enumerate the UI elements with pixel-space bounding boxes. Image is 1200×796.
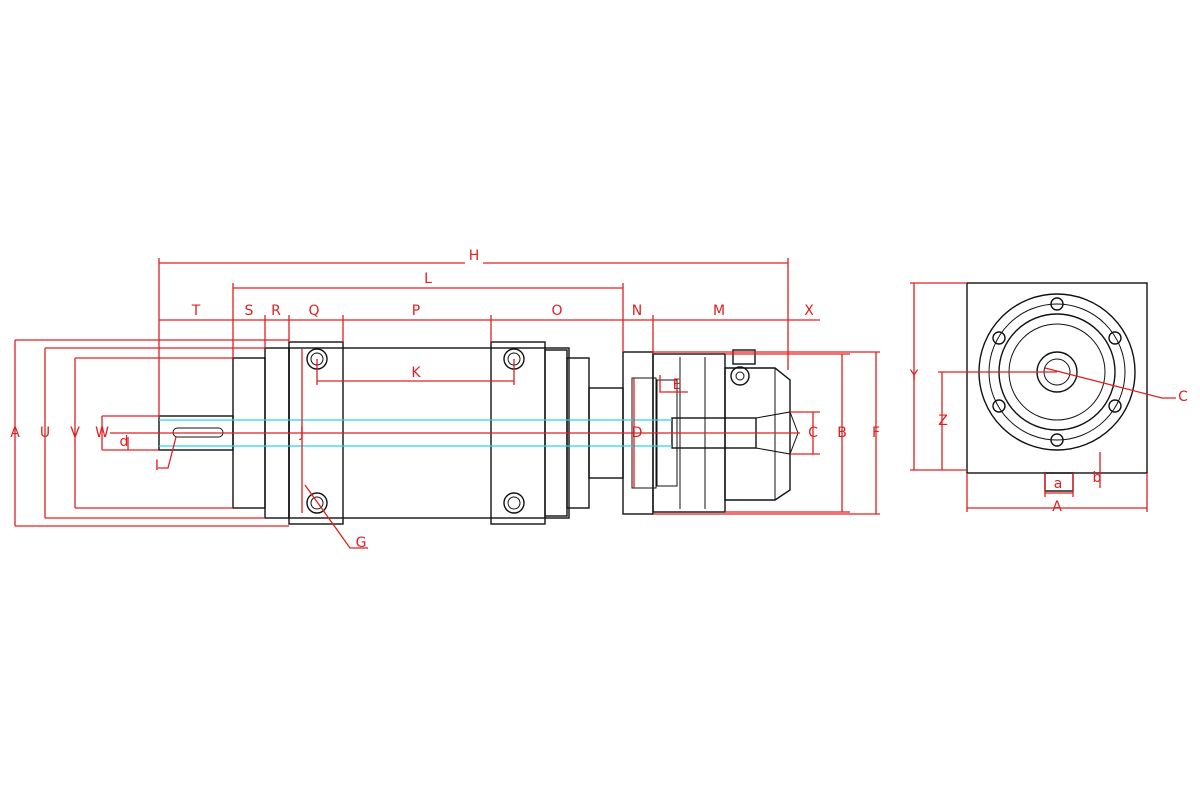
leader-g — [304, 484, 368, 549]
label-o: O — [551, 303, 562, 319]
label-i: I — [155, 458, 159, 474]
label-k: K — [411, 365, 421, 381]
label-f: F — [872, 425, 880, 441]
label-d: D — [632, 425, 643, 441]
label-front-y: Y — [909, 368, 919, 384]
front-bolt-lower-right — [1108, 399, 1122, 413]
clamp-screw-inner — [735, 371, 745, 381]
leader-e — [659, 375, 688, 393]
label-m: M — [713, 303, 725, 319]
label-c: C — [808, 425, 818, 441]
label-w: W — [95, 425, 109, 441]
label-t: T — [191, 303, 201, 319]
label-front-a: A — [1052, 499, 1062, 515]
label-e: E — [673, 377, 682, 393]
bolt-hole-4 — [503, 492, 525, 514]
front-labels: Y Z C A a b — [909, 368, 1188, 515]
label-s: S — [245, 303, 254, 319]
label-front-a-small: a — [1054, 476, 1063, 492]
leader-i — [158, 436, 177, 469]
side-dimensions — [14, 258, 880, 549]
label-x: X — [804, 303, 814, 319]
label-u: U — [40, 425, 50, 441]
label-b: B — [837, 425, 847, 441]
clamp-collar — [724, 367, 791, 501]
clamp-screw-head — [732, 349, 756, 365]
label-g: G — [356, 535, 367, 551]
front-bolt-lower-left — [992, 399, 1006, 413]
label-h: H — [469, 248, 480, 264]
bolt-hole-2-inner — [310, 496, 324, 510]
label-front-b: b — [1093, 470, 1102, 486]
label-p: P — [412, 303, 420, 319]
front-square-flange — [966, 282, 1148, 474]
label-r: R — [271, 303, 281, 319]
side-labels: H L T S R Q P O N M X A U V W d I J K G … — [10, 248, 880, 551]
label-v: V — [70, 425, 80, 441]
front-bolt-bottom — [1050, 433, 1064, 447]
label-d-small: d — [120, 434, 129, 450]
leader-front-c — [1044, 367, 1176, 399]
front-bolt-top — [1050, 297, 1064, 311]
bolt-hole-4-inner — [507, 496, 521, 510]
label-front-c: C — [1178, 389, 1188, 405]
label-q: Q — [308, 303, 319, 319]
clamp-screw — [730, 366, 750, 386]
label-l: L — [424, 271, 432, 287]
label-a: A — [10, 425, 20, 441]
bolt-hole-2 — [306, 492, 328, 514]
label-front-z: Z — [938, 413, 948, 429]
centre-lines — [110, 419, 800, 447]
front-bolt-upper-left — [992, 331, 1006, 345]
label-j: J — [299, 425, 304, 441]
label-n: N — [632, 303, 642, 319]
front-dimensions — [910, 282, 1176, 512]
front-bolt-upper-right — [1108, 331, 1122, 345]
